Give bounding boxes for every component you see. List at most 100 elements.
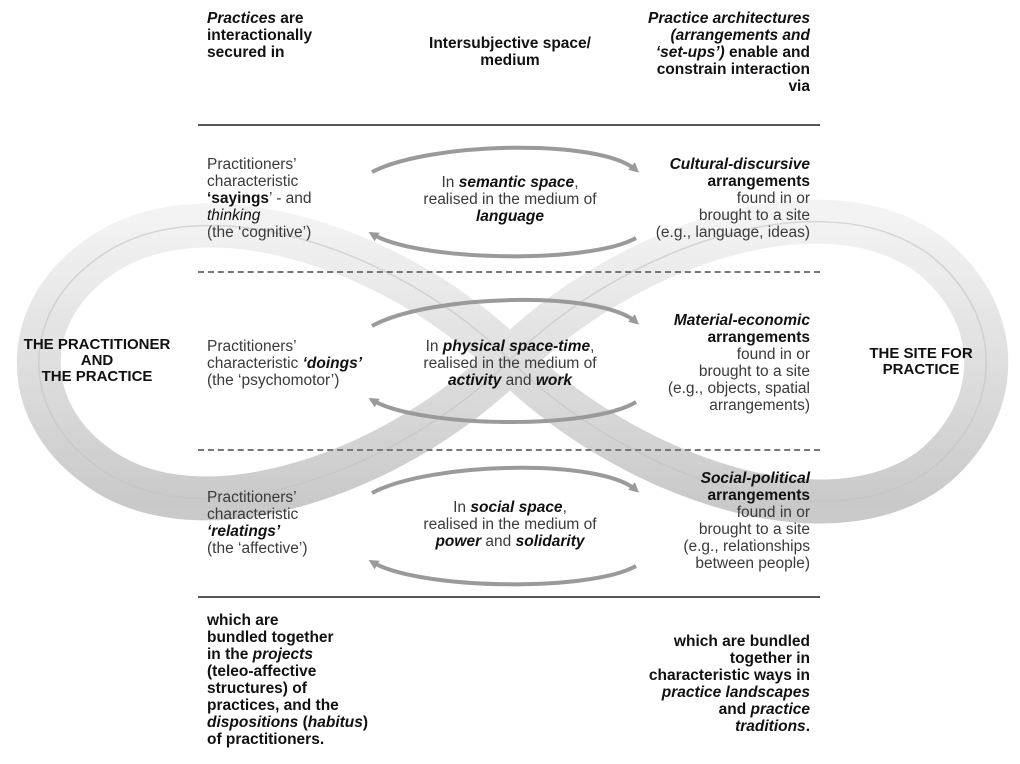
text-segment: and — [501, 372, 536, 389]
text-line: (e.g., objects, spatial — [610, 380, 810, 397]
text-segment: ( — [298, 714, 308, 731]
text-segment: Social-political — [700, 470, 810, 487]
text-line: characteristic ways in — [600, 667, 810, 684]
text-line: which are bundled — [600, 633, 810, 650]
text-line: in the projects — [207, 646, 397, 663]
text-segment: found in or — [736, 504, 810, 521]
text-segment: structures) of — [207, 680, 307, 697]
text-line: ‘set-ups’) enable and — [600, 44, 810, 61]
text-line: characteristic — [207, 506, 377, 523]
text-segment: ) — [362, 714, 369, 731]
text-line: Cultural-discursive — [610, 156, 810, 173]
text-segment: interactionally — [207, 27, 313, 44]
text-segment: Practitioners’ — [207, 156, 297, 173]
text-segment: medium — [480, 52, 540, 69]
text-segment: semantic space — [458, 174, 575, 191]
text-segment: practice — [750, 701, 810, 718]
text-line: characteristic — [207, 173, 377, 190]
text-line: structures) of — [207, 680, 397, 697]
text-segment: which are — [207, 612, 279, 629]
text-segment: arrangements — [707, 487, 810, 504]
text-line: dispositions (habitus) — [207, 714, 397, 731]
text-segment: secured in — [207, 44, 285, 61]
row1-loop-arrows — [368, 145, 639, 259]
text-segment: work — [535, 372, 573, 389]
text-line: (the ‘psychomotor’) — [207, 372, 397, 389]
text-line: (e.g., language, ideas) — [610, 224, 810, 241]
text-line: traditions. — [600, 718, 810, 735]
text-line: and practice — [600, 701, 810, 718]
text-segment: In — [453, 499, 471, 516]
text-segment: Practice architectures — [648, 10, 810, 27]
text-line: brought to a site — [610, 207, 810, 224]
text-segment: brought to a site — [698, 207, 810, 224]
text-segment: in the — [207, 646, 253, 663]
divider-row2-row3 — [198, 449, 820, 451]
text-segment: language — [475, 208, 545, 225]
text-segment: (the ‘psychomotor’) — [207, 372, 340, 389]
text-line: realised in the medium of — [390, 516, 630, 533]
text-line: thinking — [207, 207, 377, 224]
row2-loop-arrows — [368, 297, 639, 425]
text-line: In physical space-time, — [390, 338, 630, 355]
text-segment: which are bundled — [673, 633, 810, 650]
text-segment: Intersubjective space/ — [429, 35, 591, 52]
text-segment: , — [574, 174, 579, 191]
text-segment: (arrangements and — [670, 27, 810, 44]
text-segment: In — [425, 338, 443, 355]
text-line: realised in the medium of — [390, 191, 630, 208]
text-segment: realised in the medium of — [423, 191, 597, 208]
text-segment: Practitioners’ — [207, 489, 297, 506]
text-line: secured in — [207, 44, 387, 61]
text-segment: (e.g., relationships — [683, 538, 810, 555]
text-line: of practitioners. — [207, 731, 397, 748]
text-line: In social space, — [390, 499, 630, 516]
text-line: Practice architectures — [600, 10, 810, 27]
text-segment: (teleo-affective — [207, 663, 317, 680]
text-segment: (e.g., objects, spatial — [667, 380, 810, 397]
text-segment: traditions — [735, 718, 806, 735]
text-line: characteristic ‘doings’ — [207, 355, 397, 372]
text-line: Practices are — [207, 10, 387, 27]
text-line: Practitioners’ — [207, 156, 377, 173]
text-line: medium — [390, 52, 630, 69]
text-segment: Cultural-discursive — [669, 156, 810, 173]
text-line: bundled together — [207, 629, 397, 646]
text-line: arrangements) — [610, 397, 810, 414]
text-line: found in or — [610, 504, 810, 521]
row2-physical-space-time: In physical space-time,realised in the m… — [390, 338, 630, 389]
text-segment: and — [481, 533, 516, 550]
divider-bottom — [198, 596, 820, 598]
text-segment: . — [805, 718, 810, 735]
text-segment: brought to a site — [698, 363, 810, 380]
text-segment: characteristic — [207, 506, 299, 523]
divider-row1-row2 — [198, 271, 820, 273]
header-middle: Intersubjective space/medium — [390, 35, 630, 69]
text-line: brought to a site — [610, 521, 810, 538]
header-right: Practice architectures(arrangements and‘… — [600, 10, 810, 95]
text-segment: Practices — [207, 10, 276, 27]
text-segment: activity — [447, 372, 502, 389]
text-segment: solidarity — [515, 533, 585, 550]
text-line: arrangements — [610, 487, 810, 504]
text-segment: arrangements — [707, 173, 810, 190]
text-segment: ‘sayings — [207, 190, 270, 207]
text-line: ‘relatings’ — [207, 523, 377, 540]
text-line: power and solidarity — [390, 533, 630, 550]
text-segment: practices, and the — [207, 697, 339, 714]
text-line: (teleo-affective — [207, 663, 397, 680]
text-line: Material-economic — [610, 312, 810, 329]
row3-loop-arrows — [368, 465, 639, 587]
text-segment: characteristic — [207, 173, 299, 190]
text-line: brought to a site — [610, 363, 810, 380]
text-line: (the ‘cognitive’) — [207, 224, 377, 241]
text-line: via — [600, 78, 810, 95]
text-segment: characteristic — [207, 355, 303, 372]
text-line: ‘sayings’ - and — [207, 190, 377, 207]
text-segment: ‘set-ups’) — [655, 44, 725, 61]
text-line: In semantic space, — [390, 174, 630, 191]
